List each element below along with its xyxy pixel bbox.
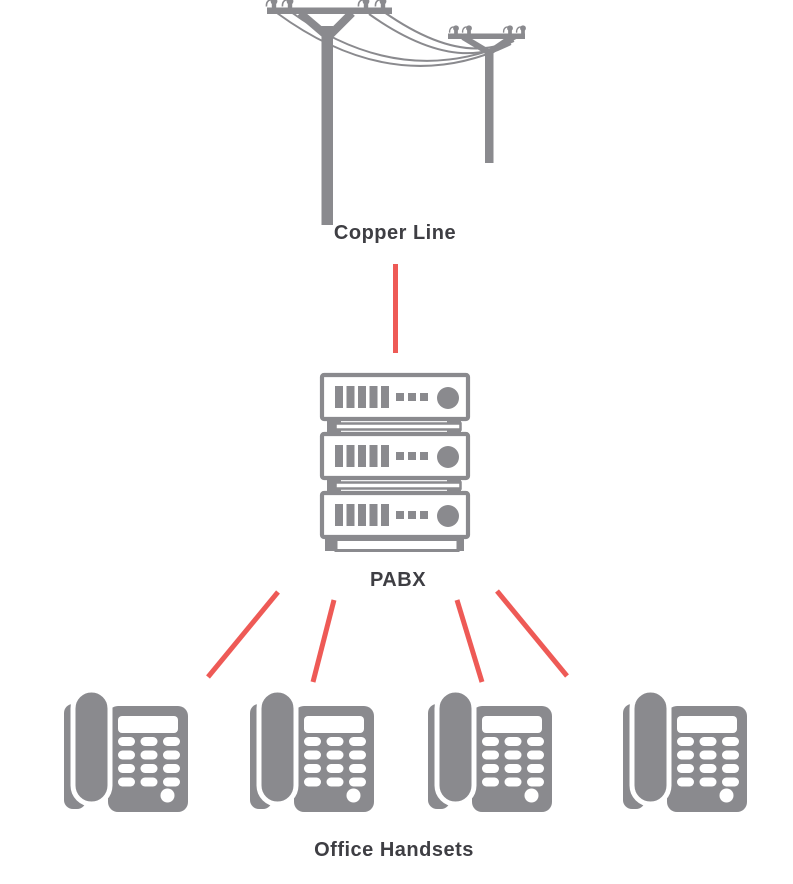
insulator-icon	[448, 24, 460, 35]
pole-right-mast	[485, 49, 494, 163]
insulator-icon	[357, 0, 371, 9]
pole-left-brace	[297, 9, 330, 40]
pabx-stack	[322, 375, 468, 552]
pole-right	[448, 24, 527, 163]
pole-left-crossarm	[267, 7, 392, 14]
rack-tray	[334, 422, 462, 431]
pole-right-crossarm	[448, 33, 525, 39]
office-handsets-label: Office Handsets	[314, 839, 474, 861]
rack-unit	[322, 434, 468, 478]
pole-left-brace	[326, 10, 355, 39]
insulator-icon	[374, 0, 388, 9]
rack-unit	[322, 493, 468, 537]
pole-left	[265, 0, 392, 225]
link-pabx-handset-1	[206, 590, 280, 679]
link-pabx-handset-2	[310, 599, 337, 683]
office-handset-2	[250, 690, 374, 812]
rack-tray	[334, 481, 462, 490]
rack-leg	[327, 480, 341, 491]
pole-right-brace	[488, 34, 514, 55]
insulator-icon	[515, 24, 527, 35]
office-handset-3	[428, 690, 552, 812]
link-pabx-handset-4	[495, 589, 569, 678]
rack-base-tray	[334, 538, 460, 552]
link-pabx-handset-3	[454, 599, 485, 683]
insulator-icon	[281, 0, 295, 9]
insulator-icon	[461, 24, 473, 35]
rack-unit	[322, 375, 468, 419]
insulator-icon	[265, 0, 279, 9]
insulator-icon	[502, 24, 514, 35]
office-handset-4	[623, 690, 747, 812]
pole-right-brace	[461, 34, 490, 55]
pabx-label: PABX	[370, 569, 426, 591]
rack-leg	[327, 421, 341, 432]
pole-left-mast	[321, 26, 333, 225]
copper-line-label: Copper Line	[334, 222, 456, 244]
telephone-poles-illustration	[265, 0, 527, 225]
office-handset-1	[64, 690, 188, 812]
pabx-handset-links	[206, 589, 569, 683]
office-handsets-row	[64, 690, 747, 812]
